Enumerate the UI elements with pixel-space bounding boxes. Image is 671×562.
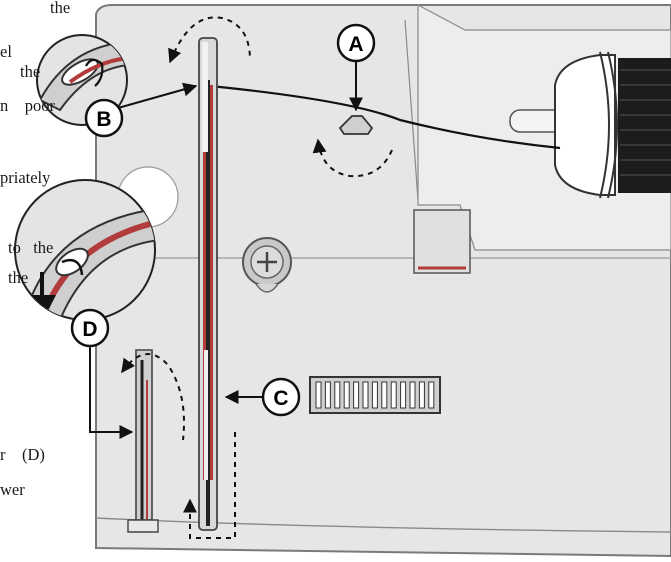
take-up-highlight-low xyxy=(204,350,208,480)
take-up-highlight xyxy=(202,42,208,152)
thread-spool xyxy=(618,58,671,193)
callout-a: A xyxy=(336,23,376,63)
text-fragment: to the xyxy=(8,238,54,257)
text-fragment: n poor xyxy=(0,96,55,115)
grille-bar xyxy=(428,381,435,409)
text-fragment: the xyxy=(8,268,29,287)
needle-clamp xyxy=(127,519,159,533)
tension-slot xyxy=(413,209,471,274)
vent-grille-bars xyxy=(315,381,435,409)
spool-flange xyxy=(599,51,610,199)
text-fragment: the xyxy=(50,0,71,17)
grille-bar xyxy=(324,381,331,409)
spool-thread-lines xyxy=(620,69,671,176)
direction-arrow-a xyxy=(312,138,393,178)
screw-bracket xyxy=(255,283,279,293)
take-up-thread-path xyxy=(206,80,210,526)
callout-d: D xyxy=(70,308,110,348)
slot-groove xyxy=(404,19,419,201)
grille-bar xyxy=(418,381,425,409)
callout-c: C xyxy=(261,377,301,417)
direction-arrow-top xyxy=(168,16,251,64)
grille-bar xyxy=(343,381,350,409)
upper-thread xyxy=(209,84,561,150)
text-fragment: el xyxy=(0,42,12,61)
text-fragment: r (D) xyxy=(0,445,45,464)
text-fragment: priately xyxy=(0,168,51,187)
text-fragment: wer xyxy=(0,480,25,499)
thread-guide-a xyxy=(338,115,374,135)
grille-bar xyxy=(381,381,388,409)
grille-bar xyxy=(362,381,369,409)
callout-b: B xyxy=(84,98,124,138)
zoom-detail-d xyxy=(14,179,156,321)
grille-bar xyxy=(353,381,360,409)
spool-flange xyxy=(607,51,618,199)
callout-b-label: B xyxy=(96,108,111,131)
grille-bar xyxy=(334,381,341,409)
callout-a-label: A xyxy=(348,33,363,56)
leader-line-d xyxy=(89,345,134,439)
grille-bar xyxy=(409,381,416,409)
text-fragment: the xyxy=(20,62,41,81)
leader-line-b xyxy=(117,82,198,109)
grille-bar xyxy=(371,381,378,409)
grille-bar xyxy=(400,381,407,409)
callout-d-label: D xyxy=(82,318,97,341)
callout-c-label: C xyxy=(273,387,288,410)
grille-bar xyxy=(315,381,322,409)
spool-cap xyxy=(554,54,616,196)
needle-guide xyxy=(135,349,153,521)
screw-cross-icon xyxy=(257,252,277,272)
direction-arrow-bottom xyxy=(183,432,236,539)
grille-bar xyxy=(390,381,397,409)
